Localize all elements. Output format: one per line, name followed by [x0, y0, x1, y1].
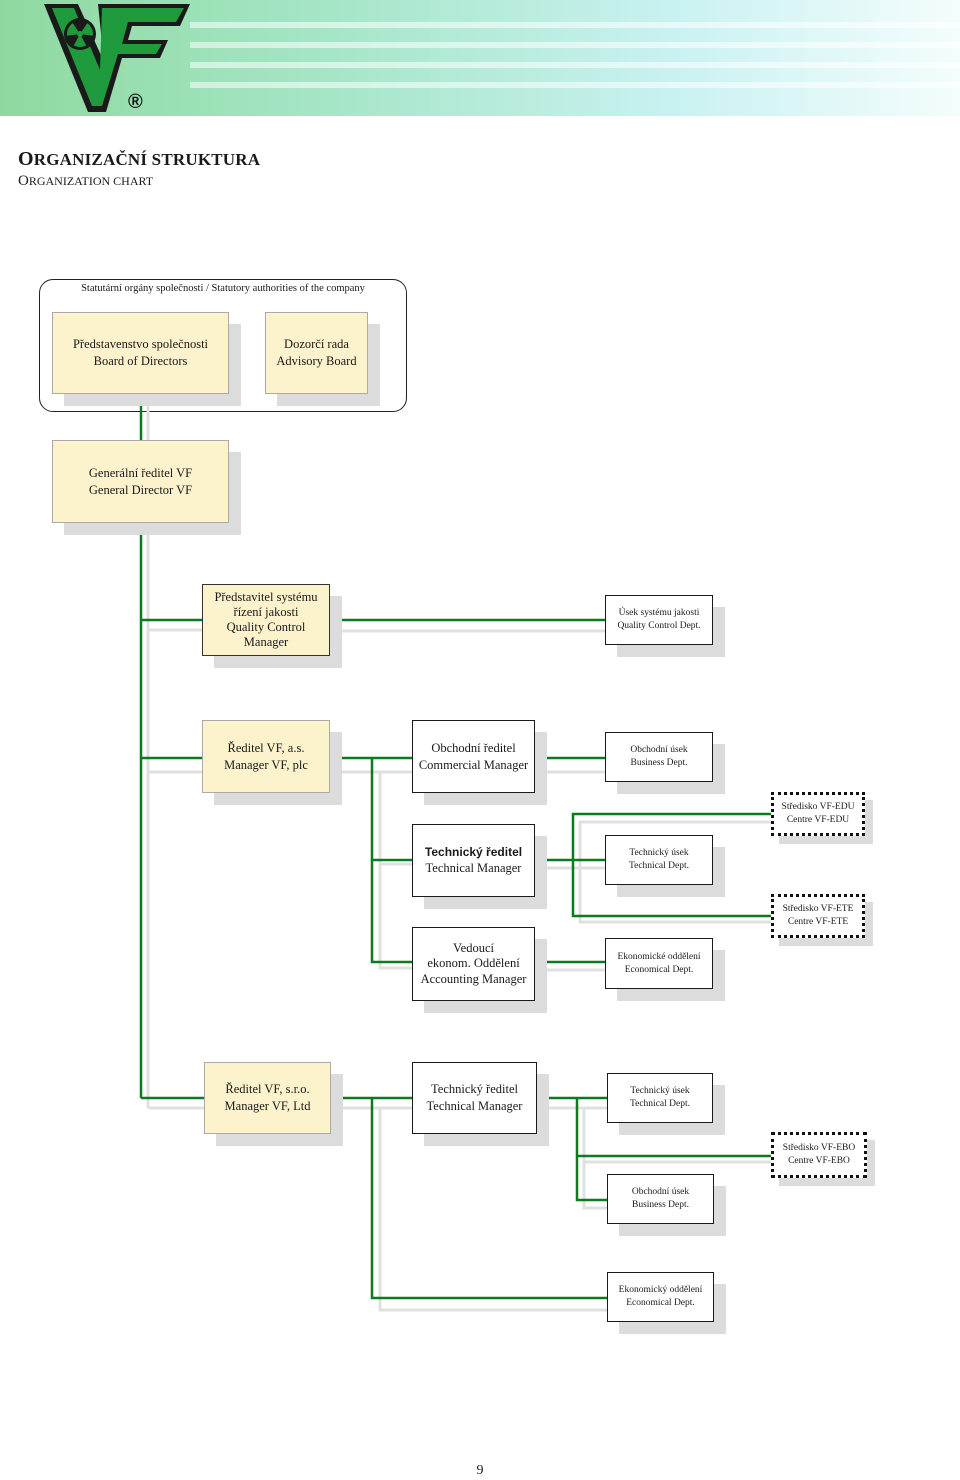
general-director-cz: Generální ředitel VF	[88, 465, 193, 480]
sro-technical-dept-box: Technický úsek Technical Dept.	[607, 1073, 713, 1123]
technical-manager-en: Technical Manager	[425, 861, 522, 876]
sro-business-dept-en: Business Dept.	[632, 1200, 689, 1210]
commercial-manager-cz: Obchodní ředitel	[431, 740, 516, 755]
manager-vf-ltd-box: Ředitel VF, s.r.o. Manager VF, Ltd	[204, 1062, 331, 1134]
quality-dept-cz: Úsek systému jakosti	[618, 608, 700, 619]
sro-economical-dept-cz: Ekonomický oddělení	[618, 1285, 703, 1296]
sro-economical-dept-en: Economical Dept.	[626, 1298, 695, 1308]
registered-mark: ®	[128, 91, 143, 113]
board-of-directors-box: Představenstvo společnosti Board of Dire…	[52, 312, 229, 394]
banner-stripe	[190, 82, 960, 88]
sro-economical-dept-box: Ekonomický oddělení Economical Dept.	[607, 1272, 714, 1322]
technical-dept-cz: Technický úsek	[629, 848, 689, 859]
sro-technical-manager-box: Technický ředitel Technical Manager	[412, 1062, 537, 1134]
manager-vf-ltd-cz: Ředitel VF, s.r.o.	[225, 1082, 310, 1097]
banner-stripe	[190, 62, 960, 68]
centre-vf-ete-box: Středisko VF-ETE Centre VF-ETE	[771, 894, 865, 938]
page-title: ORGANIZAČNÍ STRUKTURA	[18, 148, 261, 170]
general-director-box: Generální ředitel VF General Director VF	[52, 440, 229, 523]
sro-business-dept-cz: Obchodní úsek	[631, 1187, 690, 1198]
board-en: Board of Directors	[93, 354, 188, 368]
board-cz: Představenstvo společnosti	[72, 337, 209, 352]
advisory-cz: Dozorčí rada	[284, 337, 349, 352]
commercial-manager-box: Obchodní ředitel Commercial Manager	[412, 720, 535, 793]
centre-vf-ebo-box: Středisko VF-EBO Centre VF-EBO	[771, 1132, 867, 1178]
technical-dept-en: Technical Dept.	[628, 861, 689, 871]
advisory-board-box: Dozorčí rada Advisory Board	[265, 312, 368, 394]
advisory-en: Advisory Board	[276, 354, 357, 368]
economical-dept-box: Ekonomické oddělení Economical Dept.	[605, 938, 713, 989]
quality-dept-box: Úsek systému jakosti Quality Control Dep…	[605, 595, 713, 645]
general-director-en: General Director VF	[88, 482, 193, 497]
commercial-manager-en: Commercial Manager	[418, 757, 529, 772]
manager-vf-plc-cz: Ředitel VF, a.s.	[227, 740, 305, 755]
centre-vf-ete-cz: Středisko VF-ETE	[782, 904, 854, 915]
sro-technical-manager-en: Technical Manager	[426, 1099, 523, 1113]
accounting-manager-cz1: Vedoucí	[453, 940, 494, 955]
technical-dept-box: Technický úsek Technical Dept.	[605, 835, 713, 885]
economical-dept-en: Economical Dept.	[624, 964, 694, 975]
banner-stripe	[190, 42, 960, 48]
page-number: 9	[476, 1463, 484, 1478]
centre-vf-edu-en: Centre VF-EDU	[786, 815, 850, 825]
centre-vf-ebo-en: Centre VF-EBO	[788, 1156, 850, 1166]
quality-dept-en: Quality Control Dept.	[617, 621, 701, 631]
technical-manager-cz: Technický ředitel	[424, 844, 523, 859]
radiation-icon	[64, 18, 96, 50]
centre-vf-edu-cz: Středisko VF-EDU	[781, 802, 855, 813]
sro-business-dept-box: Obchodní úsek Business Dept.	[607, 1174, 714, 1224]
centre-vf-ebo-cz: Středisko VF-EBO	[782, 1143, 856, 1154]
accounting-manager-box: Vedoucí ekonom. Oddělení Accounting Mana…	[412, 927, 535, 1001]
technical-manager-box: Technický ředitel Technical Manager	[412, 824, 535, 897]
accounting-manager-en: Accounting Manager	[420, 971, 527, 986]
page-subtitle: ORGANIZATION CHART	[18, 173, 154, 189]
manager-vf-plc-en: Manager VF, plc	[224, 757, 308, 772]
sro-technical-manager-cz: Technický ředitel	[431, 1082, 518, 1097]
centre-vf-edu-box: Středisko VF-EDU Centre VF-EDU	[771, 792, 865, 836]
quality-manager-box: Představitel systému řízení jakosti Qual…	[202, 584, 330, 656]
statutory-group-label: Statutární orgány společnosti / Statutor…	[81, 283, 365, 294]
business-dept-en: Business Dept.	[630, 758, 688, 768]
accounting-manager-cz2: ekonom. Oddělení	[427, 956, 520, 971]
quality-manager-en2: Manager	[243, 635, 289, 649]
sro-technical-dept-en: Technical Dept.	[629, 1099, 690, 1109]
quality-manager-en1: Quality Control	[226, 620, 306, 634]
business-dept-box: Obchodní úsek Business Dept.	[605, 732, 713, 782]
business-dept-cz: Obchodní úsek	[630, 745, 688, 756]
manager-vf-ltd-en: Manager VF, Ltd	[224, 1099, 311, 1113]
economical-dept-cz: Ekonomické oddělení	[617, 951, 701, 962]
quality-manager-cz2: řízení jakosti	[233, 605, 299, 619]
manager-vf-plc-box: Ředitel VF, a.s. Manager VF, plc	[202, 720, 330, 793]
centre-vf-ete-en: Centre VF-ETE	[787, 917, 849, 927]
vf-logo: ®	[44, 4, 190, 113]
banner-stripe	[190, 22, 960, 28]
sro-technical-dept-cz: Technický úsek	[630, 1086, 690, 1097]
quality-manager-cz1: Představitel systému	[214, 590, 318, 604]
